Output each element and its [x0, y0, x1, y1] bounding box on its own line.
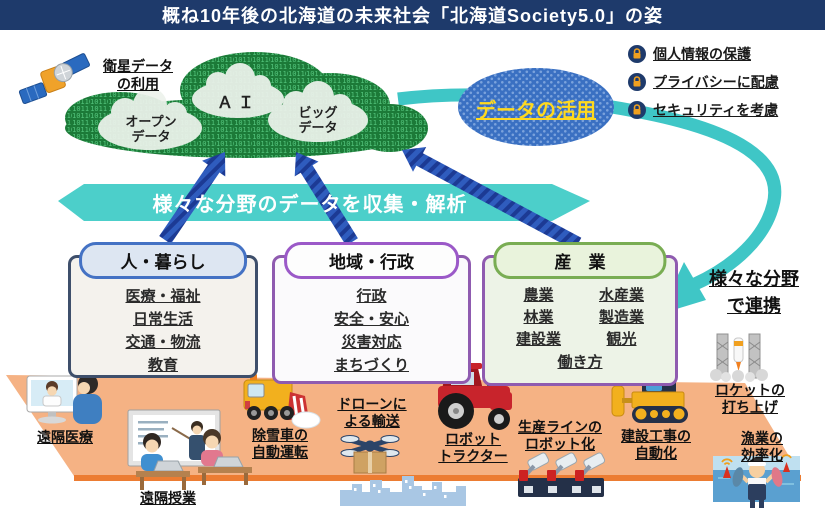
category-title: 地域・行政: [283, 242, 460, 279]
security-item: セキュリティを考慮: [628, 100, 779, 120]
cooperation-label: 様々な分野 で連携: [709, 269, 799, 316]
satellite-icon: [18, 53, 90, 104]
category-items: 医療・福祉 日常生活 交通・物流 教育: [125, 288, 201, 374]
security-item: 個人情報の保護: [628, 44, 779, 64]
lock-icon: [628, 101, 646, 119]
ai-label: ＡＩ: [216, 95, 259, 112]
production-line-icon: [518, 452, 606, 497]
ai-cloud: [192, 63, 284, 118]
robot-tractor-label: ロボットトラクター: [438, 431, 508, 464]
big-data-label: ビッグデータ: [298, 105, 338, 135]
category-item-bottom: 働き方: [557, 354, 603, 371]
collect-analyze-label: 様々な分野のデータを収集・解析: [152, 194, 468, 216]
data-utilization-oval: [458, 68, 614, 146]
upload-arrows: [159, 147, 582, 251]
category-box-industry: 産 業 農業 林業 建設業 水産業 製造業 観光 働き方: [482, 242, 678, 386]
category-title: 産 業: [493, 242, 667, 279]
rocket-label: ロケットの打ち上げ: [715, 382, 785, 415]
fishery-icon: [713, 454, 800, 508]
security-item: プライバシーに配慮: [628, 72, 779, 92]
fishery-label: 漁業の効率化: [741, 430, 783, 463]
satellite-data-label: 衛星データ の利用: [103, 58, 173, 92]
page-title: 概ね10年後の北海道の未来社会「北海道Society5.0」の姿: [0, 0, 825, 30]
drone-icon: [340, 435, 400, 474]
data-utilization-label: データの活用: [476, 100, 596, 122]
construction-label: 建設工事の自動化: [621, 428, 691, 461]
category-items: 農業 林業 建設業 水産業 製造業 観光: [515, 287, 644, 348]
open-data-cloud: [98, 88, 202, 150]
category-items: 行政 安全・安心 災害対応 まちづくり: [333, 288, 409, 374]
open-data-label: オープンデータ: [125, 114, 177, 144]
remote-class-label: 遠隔授業: [140, 490, 196, 506]
production-line-label: 生産ラインのロボット化: [518, 419, 602, 452]
category-box-region-government: 地域・行政 行政 安全・安心 災害対応 まちづくり: [272, 242, 471, 384]
remote-class-icon: [127, 409, 252, 490]
big-data-cloud: [268, 81, 368, 142]
telemedicine-icon: [26, 374, 102, 424]
telemedicine-label: 遠隔医療: [37, 429, 93, 445]
city-silhouette-icon: [340, 476, 466, 506]
rocket-launch-icon: [710, 333, 768, 382]
lock-icon: [628, 73, 646, 91]
category-box-people-living: 人・暮らし 医療・福祉 日常生活 交通・物流 教育: [68, 242, 258, 378]
lock-icon: [628, 45, 646, 63]
category-title: 人・暮らし: [79, 242, 247, 279]
drone-label: ドローンによる輸送: [337, 396, 407, 429]
security-list: 個人情報の保護 プライバシーに配慮 セキュリティを考慮: [628, 44, 779, 128]
snowplow-label: 除雪車の自動運転: [252, 427, 308, 460]
